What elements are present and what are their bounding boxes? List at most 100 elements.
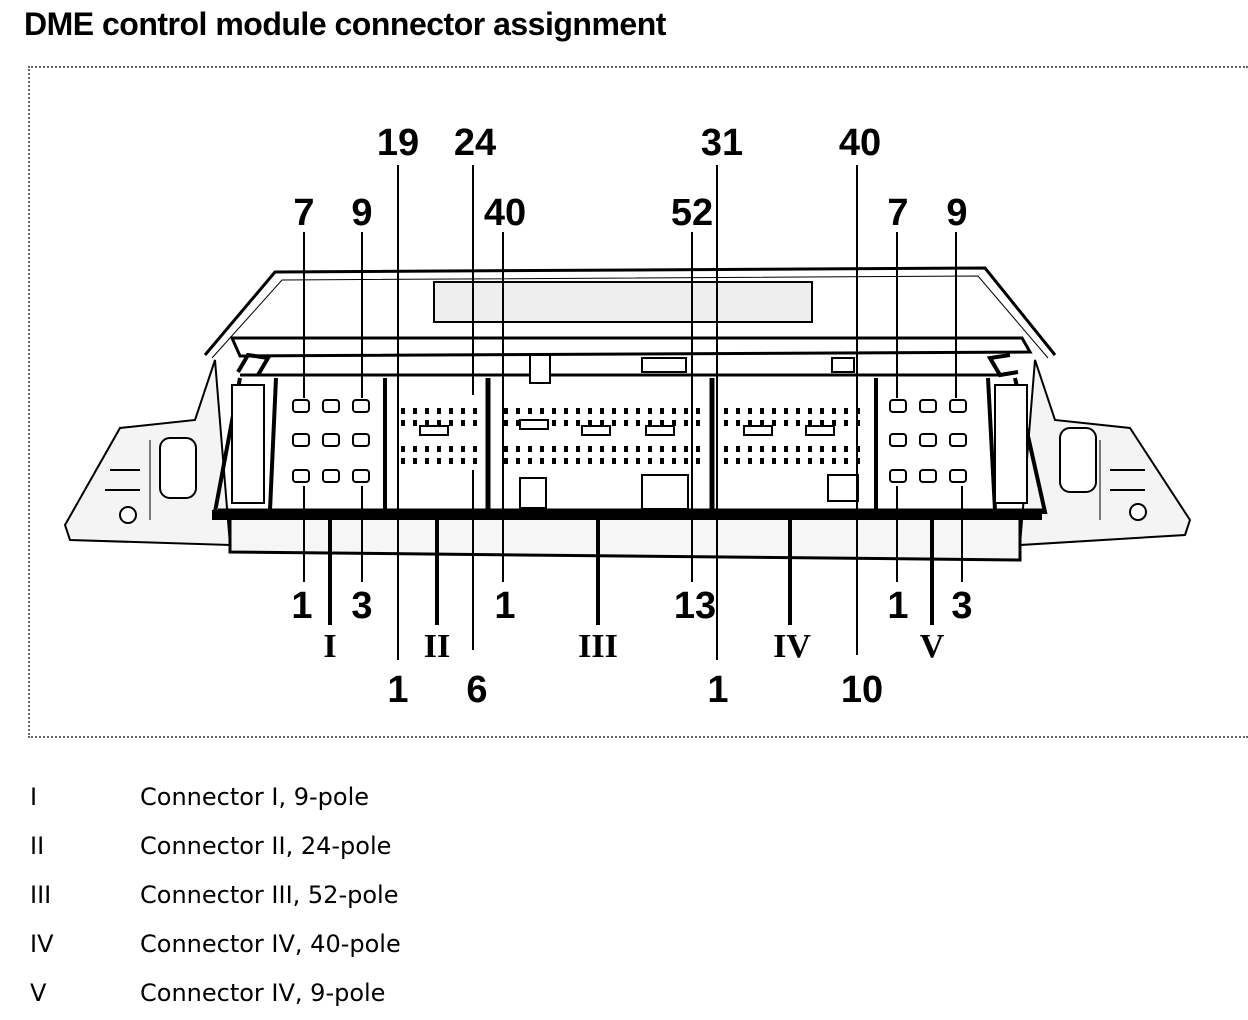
pin-dot: [516, 458, 520, 464]
pin-dot: [760, 408, 764, 414]
pin-dot: [413, 446, 417, 452]
pin-dot: [820, 458, 824, 464]
pin-dot: [684, 446, 688, 452]
pin-label: 7: [887, 192, 908, 234]
pin-dot: [504, 420, 508, 426]
legend-row: I Connector I, 9-pole: [0, 783, 1248, 823]
pin-dot: [772, 420, 776, 426]
pin-dot: [648, 458, 652, 464]
multi-pin-fields: [401, 408, 860, 464]
legend-text: Connector II, 24-pole: [140, 832, 392, 860]
legend-row: III Connector III, 52-pole: [0, 881, 1248, 921]
connector-numeral-1: I: [323, 628, 336, 665]
pin-dot: [748, 446, 752, 452]
pin-dot: [413, 420, 417, 426]
pin-dot: [660, 446, 664, 452]
dme-control-module-diagram: 7 9 1 3 19 24 1 6 40 52 1 13 31 40 1 10 …: [63, 122, 1192, 711]
pin-dot: [660, 458, 664, 464]
legend-row: II Connector II, 24-pole: [0, 832, 1248, 872]
pin-dot: [736, 446, 740, 452]
pin-dot: [461, 446, 465, 452]
pin-dot: [808, 446, 812, 452]
pin-dot: [516, 446, 520, 452]
pin-dot: [844, 420, 848, 426]
pin-dot: [552, 408, 556, 414]
pin-dot: [832, 446, 836, 452]
pin-dot: [672, 458, 676, 464]
module-housing: [63, 266, 1192, 562]
pin-dot: [401, 458, 405, 464]
pin-dot: [696, 446, 700, 452]
pin-dot: [552, 446, 556, 452]
pin-dot: [564, 458, 568, 464]
pin-dot: [648, 420, 652, 426]
pin-label: 40: [484, 192, 526, 234]
pin-dot: [437, 408, 441, 414]
pin-dot: [636, 446, 640, 452]
pin-dot: [413, 458, 417, 464]
page-title: DME control module connector assignment: [24, 6, 666, 42]
pin-dot: [504, 408, 508, 414]
legend-text: Connector I, 9-pole: [140, 783, 370, 811]
legend-text: Connector IV, 40-pole: [140, 930, 401, 958]
pin-dot: [612, 420, 616, 426]
connector-numeral-5: V: [920, 628, 945, 665]
pin-dot: [748, 408, 752, 414]
pin-dot: [528, 446, 532, 452]
pin-label: 31: [701, 122, 743, 164]
pin-label: 52: [671, 192, 713, 234]
pin-dot: [832, 458, 836, 464]
pin-dot: [600, 408, 604, 414]
pin-dot: [808, 420, 812, 426]
pin-dot: [564, 420, 568, 426]
pin-label: 1: [387, 669, 408, 711]
pin-dot: [588, 458, 592, 464]
pin-dot: [636, 420, 640, 426]
pin-dot: [552, 420, 556, 426]
pin-dot: [461, 420, 465, 426]
pin-dot: [736, 458, 740, 464]
pin-dot: [473, 420, 477, 426]
connector-5-pins: [889, 399, 967, 483]
pin-label: 6: [466, 669, 487, 711]
pin-dot: [528, 458, 532, 464]
pin-dot: [696, 408, 700, 414]
legend-text: Connector III, 52-pole: [140, 881, 399, 909]
pin-dot: [796, 446, 800, 452]
pin-dot: [844, 408, 848, 414]
connector-numerals: I II III IV V: [323, 628, 944, 665]
pin-dot: [540, 446, 544, 452]
pin-dot: [437, 458, 441, 464]
pin-dot: [564, 408, 568, 414]
pin-dot: [576, 446, 580, 452]
pin-dot: [624, 408, 628, 414]
pin-dot: [832, 408, 836, 414]
legend-text: Connector IV, 9-pole: [140, 979, 386, 1007]
connector-numeral-2: II: [424, 628, 450, 665]
pin-dot: [552, 458, 556, 464]
pin-dot: [724, 408, 728, 414]
pin-dot: [748, 420, 752, 426]
pin-dot: [576, 408, 580, 414]
pin-dot: [660, 408, 664, 414]
pin-dot: [784, 446, 788, 452]
pin-dot: [808, 408, 812, 414]
pin-dot: [612, 446, 616, 452]
pin-dot: [413, 408, 417, 414]
pin-dot: [528, 408, 532, 414]
pin-dot: [449, 420, 453, 426]
pin-dot: [473, 408, 477, 414]
pin-dot: [672, 446, 676, 452]
pin-dot: [784, 458, 788, 464]
pin-dot: [648, 408, 652, 414]
pin-dot: [473, 446, 477, 452]
legend-row: IV Connector IV, 40-pole: [0, 930, 1248, 970]
pin-dot: [684, 420, 688, 426]
pin-dot: [540, 458, 544, 464]
pin-dot: [772, 408, 776, 414]
pin-dot: [504, 458, 508, 464]
pin-dot: [401, 446, 405, 452]
pin-dot: [612, 458, 616, 464]
pin-dot: [796, 420, 800, 426]
pin-dot: [672, 408, 676, 414]
